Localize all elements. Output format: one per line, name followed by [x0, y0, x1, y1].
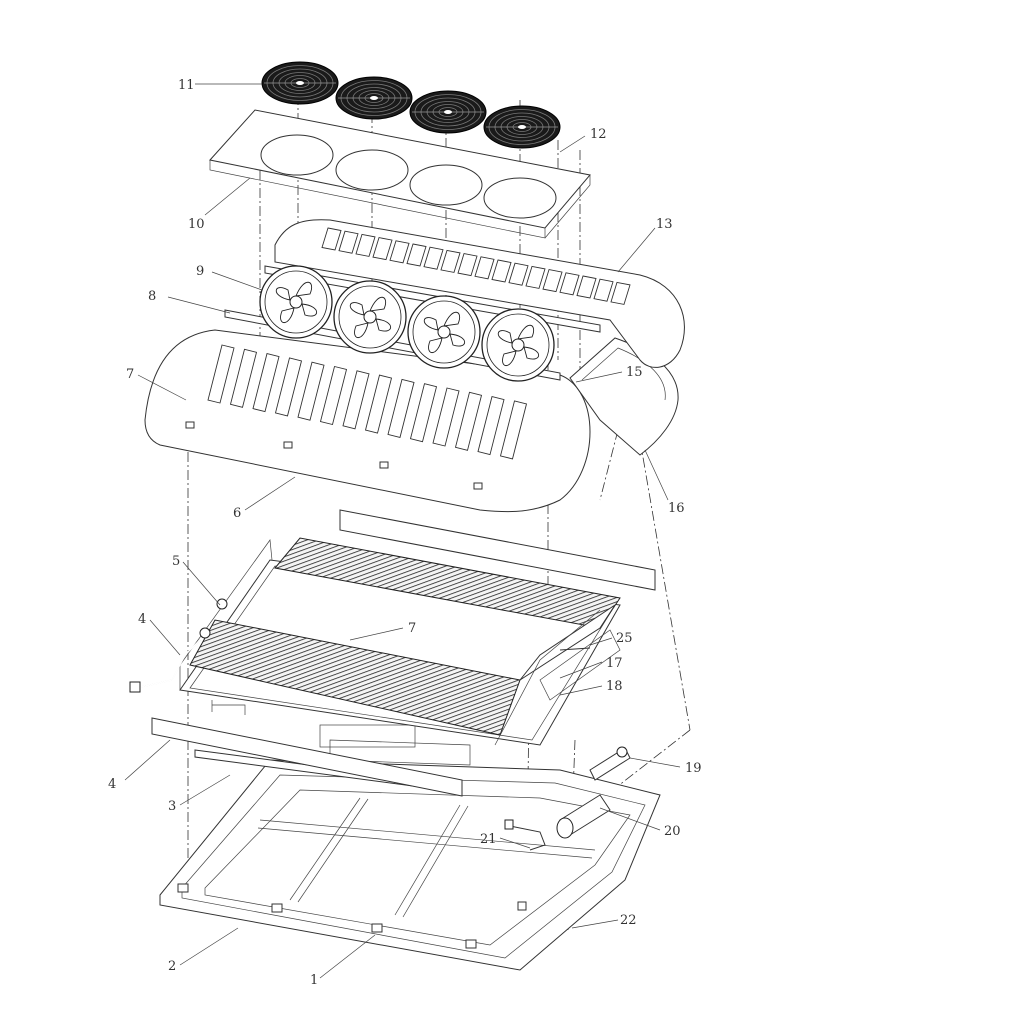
- top-louvre-slot: [610, 281, 631, 305]
- grille-3: [409, 90, 487, 134]
- top-louvre-slot: [559, 272, 580, 296]
- fan-mounting-plate: [209, 109, 591, 239]
- louvre-slot: [477, 396, 505, 456]
- lower-cover: [144, 329, 591, 513]
- louvre-slot: [229, 348, 258, 408]
- top-louvre-slot: [389, 240, 410, 264]
- fan-1: [259, 265, 333, 339]
- callout-23: 21: [480, 832, 497, 847]
- callout-19: 17: [606, 656, 623, 671]
- callout-1: 1: [310, 973, 318, 988]
- louvre-slot: [297, 361, 325, 421]
- callout-21: 19: [685, 761, 702, 776]
- louvre-slot: [454, 391, 483, 451]
- callout-5: 4: [138, 612, 146, 627]
- side-rails: [151, 700, 463, 797]
- louvre-slot: [319, 365, 348, 426]
- louvre-slot: [387, 378, 415, 438]
- callout-7-text: 7: [408, 621, 416, 636]
- top-louvre-slot: [406, 243, 427, 267]
- louvre-slot: [274, 357, 303, 417]
- callout-11: 9: [196, 264, 204, 279]
- louvre-slot: [342, 370, 370, 430]
- front-plate: [339, 509, 656, 591]
- callout-25: 25: [616, 631, 633, 646]
- callout-17: 15: [626, 365, 643, 380]
- callout-3: 3: [168, 799, 176, 814]
- condenser-coils: [129, 537, 621, 746]
- callout-6: 5: [172, 554, 180, 569]
- top-louvre-slot: [474, 256, 495, 280]
- callout-18: 16: [668, 501, 685, 516]
- callout-12: 10: [188, 217, 205, 232]
- louvre-slot: [252, 353, 280, 413]
- top-louvre-slot: [542, 269, 563, 293]
- top-louvre-slot: [338, 230, 359, 254]
- callout-labels: 11 12 10 13 9 8 7 15 16 6 5 4 6 7 25 17 …: [126, 78, 702, 988]
- top-louvre-slot: [457, 253, 478, 277]
- top-louvre-slot: [491, 259, 512, 283]
- top-louvre-slot: [525, 265, 546, 289]
- top-louvre-slot: [440, 249, 461, 273]
- callout-15: 12: [590, 127, 607, 142]
- louvre-slot: [364, 374, 393, 434]
- louvre-slot: [207, 344, 235, 404]
- grille-1: [261, 61, 339, 105]
- top-louvre-slot: [423, 246, 444, 270]
- callout-4-text: 4: [108, 777, 116, 792]
- top-louvre-slot: [372, 237, 393, 261]
- fan-2: [333, 280, 407, 354]
- fan-3: [407, 295, 481, 369]
- callout-2: 2: [168, 959, 176, 974]
- leader-lines: [124, 83, 681, 979]
- upper-cover: [274, 219, 685, 368]
- top-louvre-slot: [576, 275, 597, 299]
- callout-24: 22: [620, 913, 637, 928]
- callout-13: 11: [178, 78, 195, 93]
- callout-9: 7: [126, 367, 134, 382]
- callout-8: 6: [233, 506, 241, 521]
- fan-4: [481, 308, 555, 382]
- top-louvre-slot: [508, 262, 529, 286]
- callout-16: 13: [656, 217, 673, 232]
- top-louvre-slot: [593, 278, 614, 302]
- callout-10: 8: [148, 289, 156, 304]
- callout-20: 18: [606, 679, 623, 694]
- louvre-slot: [409, 383, 438, 443]
- louvre-slot: [432, 387, 460, 447]
- top-louvre-slot: [355, 233, 376, 257]
- callout-22: 20: [664, 824, 681, 839]
- grille-4: [483, 105, 561, 149]
- louvre-slot: [499, 400, 528, 460]
- top-louvre-slot: [321, 227, 342, 251]
- grille-2: [335, 76, 413, 120]
